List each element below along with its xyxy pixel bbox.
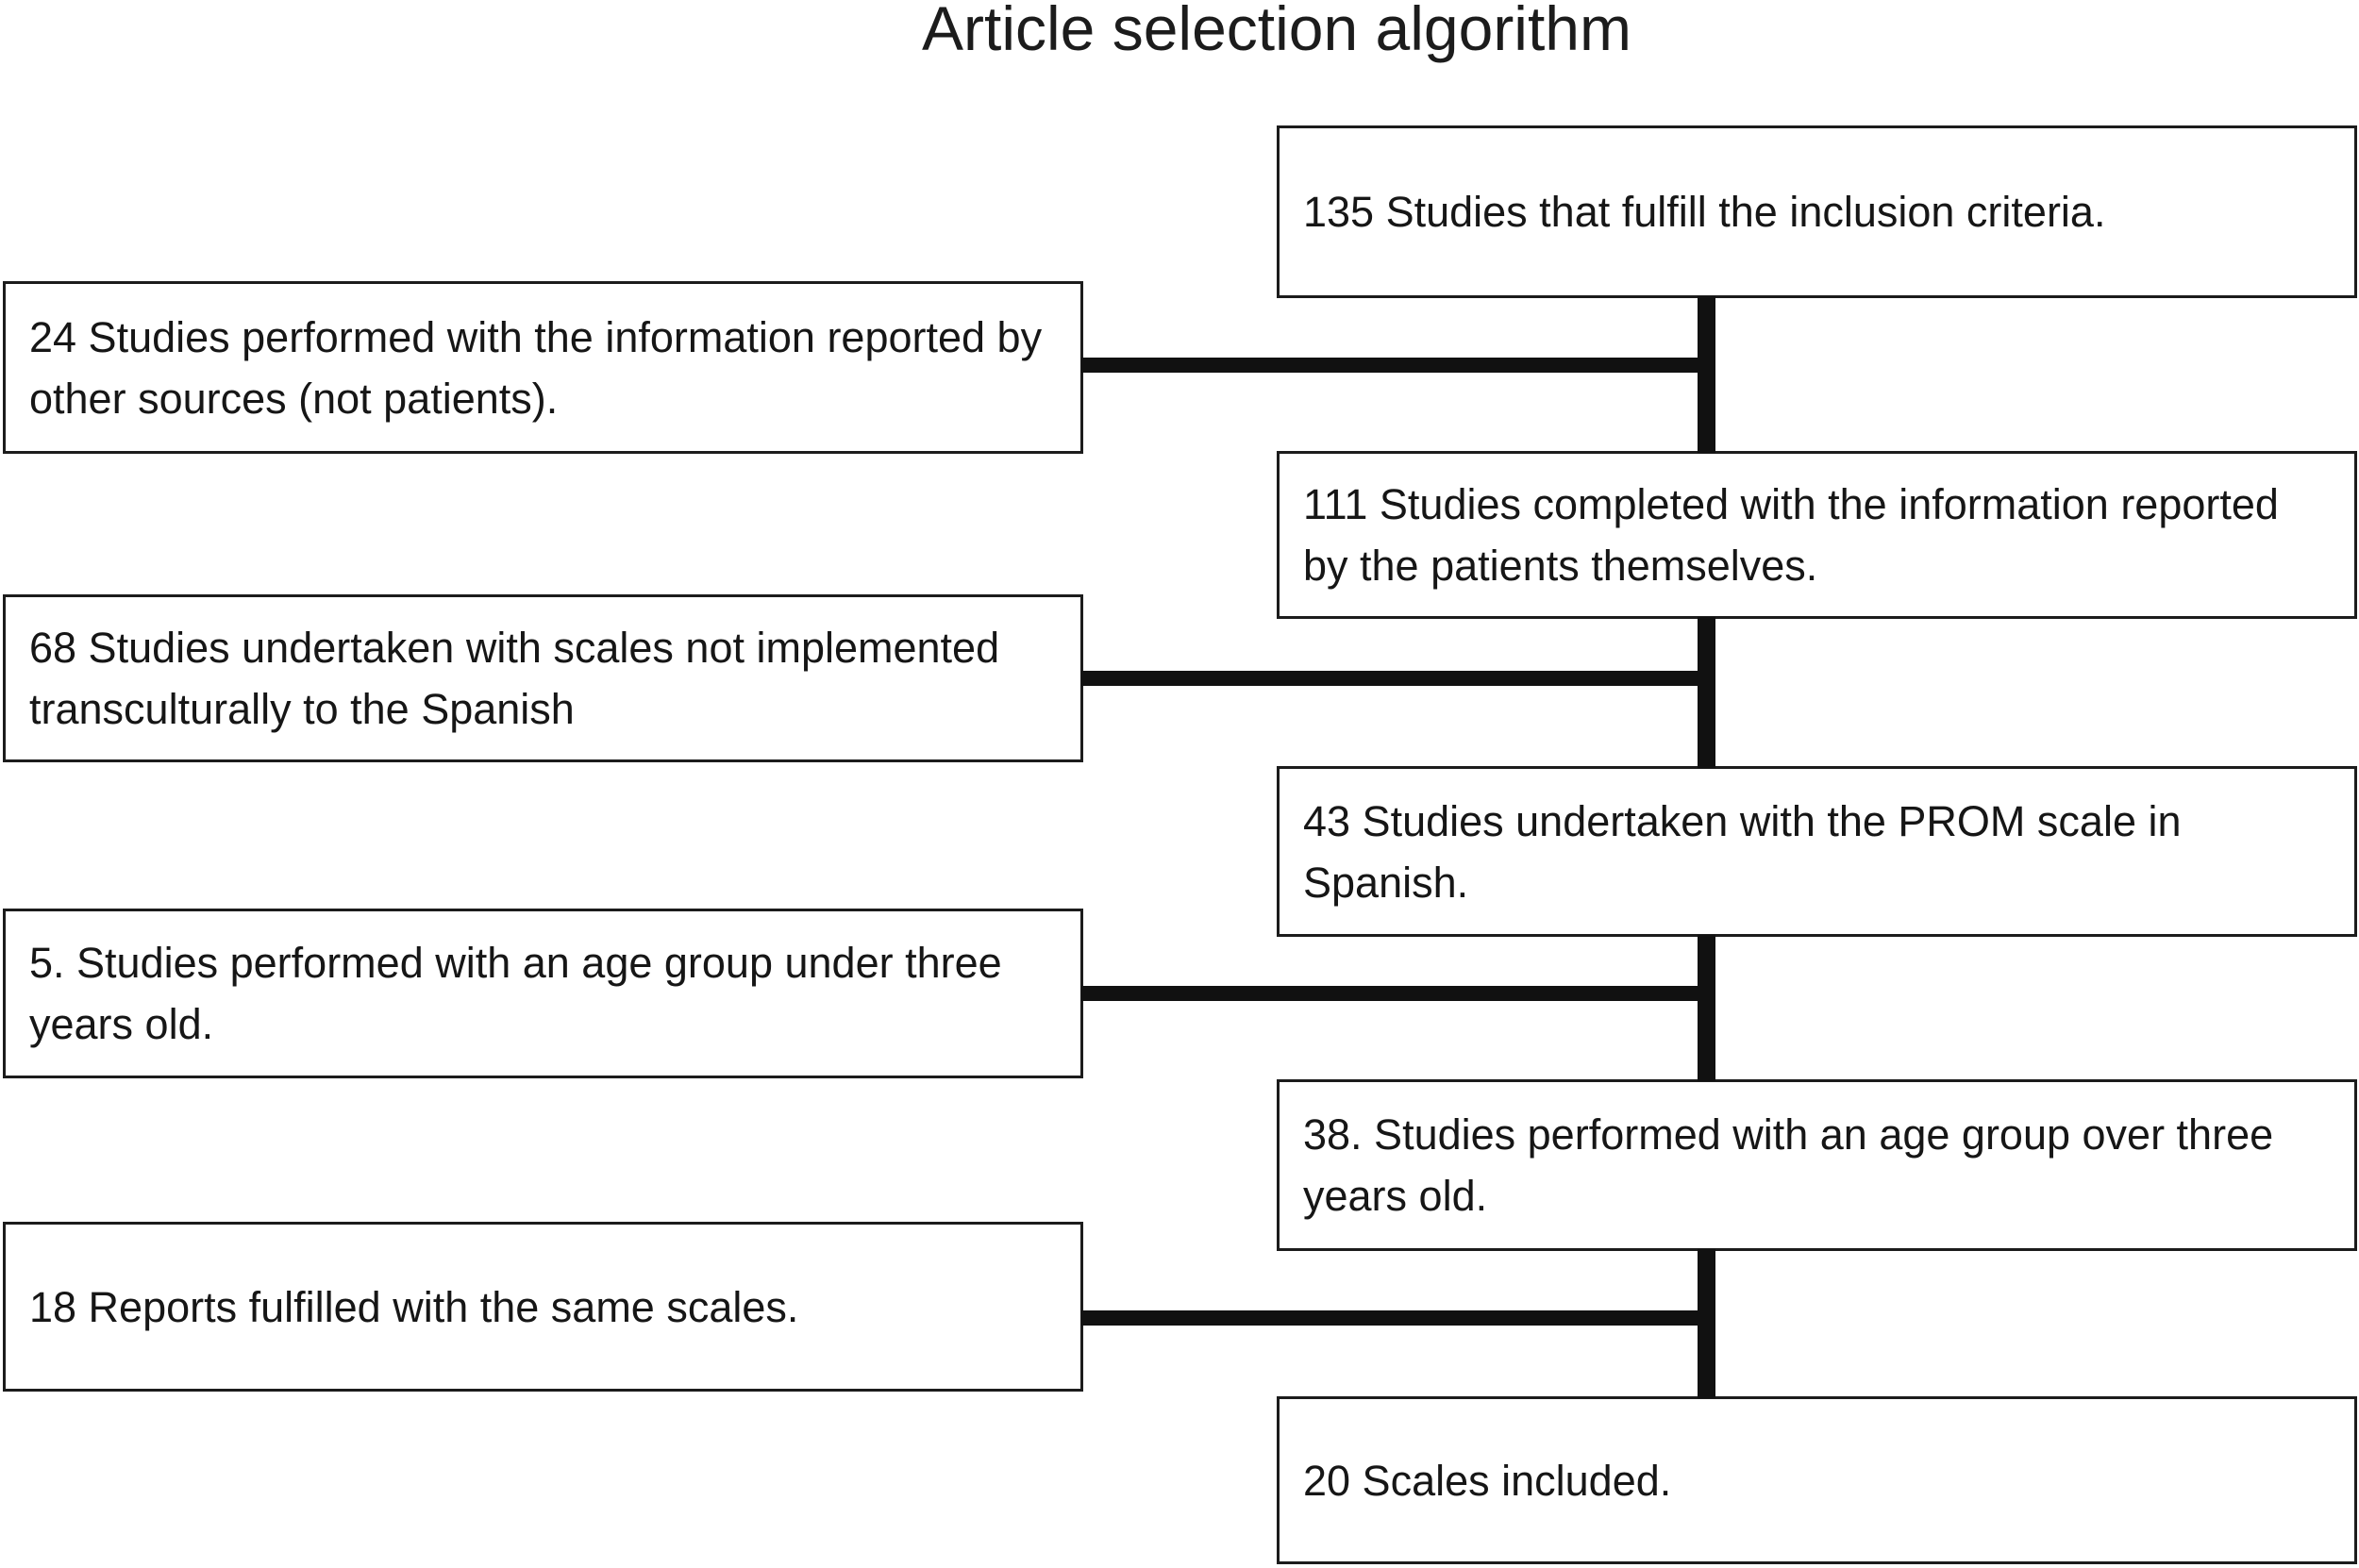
flow-box-scales-included: 20 Scales included. — [1277, 1396, 2357, 1564]
connector-spine-segment-3 — [1698, 935, 1715, 1081]
connector-branch-excluded-not-transcultural — [1081, 671, 1715, 686]
flow-box-excluded-other-sources: 24 Studies performed with the informatio… — [3, 281, 1083, 454]
connector-spine-segment-2 — [1698, 617, 1715, 768]
flow-box-excluded-under-three-years: 5. Studies performed with an age group u… — [3, 909, 1083, 1078]
flow-box-studies-over-three-years: 38. Studies performed with an age group … — [1277, 1079, 2357, 1251]
flow-box-studies-self-reported: 111 Studies completed with the informati… — [1277, 451, 2357, 619]
diagram-title: Article selection algorithm — [922, 0, 1631, 63]
flow-box-studies-prom-spanish: 43 Studies undertaken with the PROM scal… — [1277, 766, 2357, 937]
flow-box-excluded-not-transcultural: 68 Studies undertaken with scales not im… — [3, 594, 1083, 762]
connector-spine-segment-1 — [1698, 296, 1715, 453]
connector-branch-excluded-same-scales — [1081, 1310, 1715, 1326]
connector-branch-excluded-other-sources — [1081, 358, 1715, 373]
flow-box-studies-fulfill-criteria: 135 Studies that fulfill the inclusion c… — [1277, 125, 2357, 298]
flow-box-excluded-same-scales: 18 Reports fulfilled with the same scale… — [3, 1222, 1083, 1392]
connector-branch-excluded-under-three-years — [1081, 986, 1715, 1001]
